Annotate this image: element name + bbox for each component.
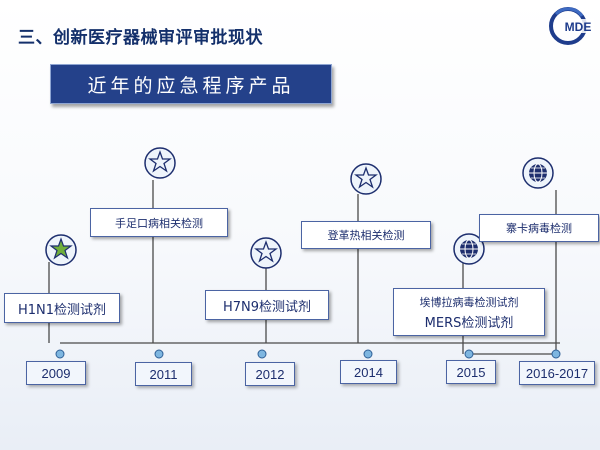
- product-label: H7N9检测试剂: [222, 299, 312, 315]
- product-label: 埃博拉病毒检测试剂: [419, 295, 519, 309]
- year-2014: 2014: [340, 360, 397, 384]
- slide-title: 三、创新医疗器械审评审批现状: [18, 28, 263, 48]
- logo-text: MDE: [565, 20, 592, 34]
- product-box-ebola-mers: 埃博拉病毒检测试剂 MERS检测试剂: [393, 288, 545, 336]
- product-box-zika: 寨卡病毒检测: [479, 214, 599, 242]
- year-2009: 2009: [26, 361, 86, 385]
- product-label: 手足口病相关检测: [115, 216, 203, 230]
- year-2012: 2012: [245, 362, 295, 386]
- product-box-dengue: 登革热相关检测: [301, 221, 431, 249]
- product-box-h1n1: H1N1检测试剂: [4, 293, 120, 323]
- subtitle-text: 近年的应急程序产品: [87, 74, 295, 97]
- timeline-dot: [154, 349, 164, 359]
- globe-icon: [453, 233, 485, 265]
- product-label-2: MERS检测试剂: [424, 315, 514, 331]
- year-2015: 2015: [446, 360, 496, 384]
- timeline-dot: [363, 349, 373, 359]
- timeline-dot: [55, 349, 65, 359]
- timeline-dot: [257, 349, 267, 359]
- product-label: H1N1检测试剂: [17, 302, 107, 318]
- product-label: 登革热相关检测: [327, 229, 405, 242]
- year-2016-2017: 2016-2017: [519, 361, 595, 385]
- product-box-hfmd: 手足口病相关检测: [90, 208, 228, 237]
- subtitle-banner: 近年的应急程序产品: [50, 64, 332, 104]
- product-label: 寨卡病毒检测: [506, 222, 572, 235]
- star-badge-icon: [144, 147, 176, 179]
- product-box-h7n9: H7N9检测试剂: [205, 290, 329, 320]
- year-2011: 2011: [135, 362, 192, 386]
- timeline-dot: [551, 349, 561, 359]
- star-badge-icon: [250, 237, 282, 269]
- timeline-dot: [464, 349, 474, 359]
- star-badge-icon: [350, 163, 382, 195]
- mde-logo: MDE: [549, 7, 594, 45]
- globe-icon: [522, 157, 554, 189]
- star-badge-icon: [45, 234, 77, 266]
